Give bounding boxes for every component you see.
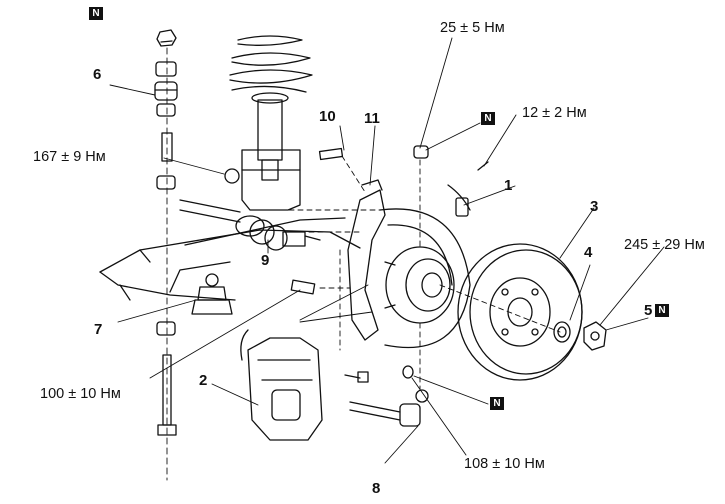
torque-strut-bolt: 167 ± 9 Нм: [33, 149, 106, 165]
callout-5: 5: [644, 302, 653, 319]
lower-arm-subframe: [99, 217, 361, 315]
torque-hub-nut: 245 ± 29 Нм: [624, 237, 705, 253]
callout-7: 7: [94, 321, 103, 338]
brake-disc: [457, 243, 583, 381]
callout-10: 10: [319, 108, 336, 125]
torque-tierod-nut: 108 ± 10 Нм: [464, 456, 545, 472]
callout-11: 11: [364, 110, 380, 127]
washer: [553, 321, 571, 343]
new-part-badge: N: [481, 112, 495, 125]
tie-rod-end: [349, 389, 429, 427]
callout-4: 4: [584, 244, 593, 261]
callout-8: 8: [372, 480, 381, 497]
brake-caliper: [240, 329, 323, 441]
dust-shield: [379, 208, 471, 349]
new-part-badge: N: [655, 304, 669, 317]
torque-caliper-bolt: 100 ± 10 Нм: [40, 386, 121, 402]
callout-9: 9: [261, 252, 270, 269]
assembly-guide-lines: [279, 155, 561, 391]
steering-knuckle: [347, 179, 386, 341]
strut-and-spring: [224, 35, 313, 211]
stabilizer-link-stack: [154, 29, 178, 481]
hub-nut: [583, 321, 607, 351]
torque-knuckle-nut: 25 ± 5 Нм: [440, 20, 505, 36]
drive-shaft: [179, 199, 321, 251]
new-part-badge: N: [89, 7, 103, 20]
callout-6: 6: [93, 66, 102, 83]
new-part-badge: N: [490, 397, 504, 410]
callout-2: 2: [199, 372, 208, 389]
callout-3: 3: [590, 198, 599, 215]
callout-1: 1: [504, 177, 513, 194]
torque-sensor-bolt: 12 ± 2 Нм: [522, 105, 587, 121]
wheel-hub: [384, 246, 455, 324]
leader-lines: [109, 37, 665, 464]
